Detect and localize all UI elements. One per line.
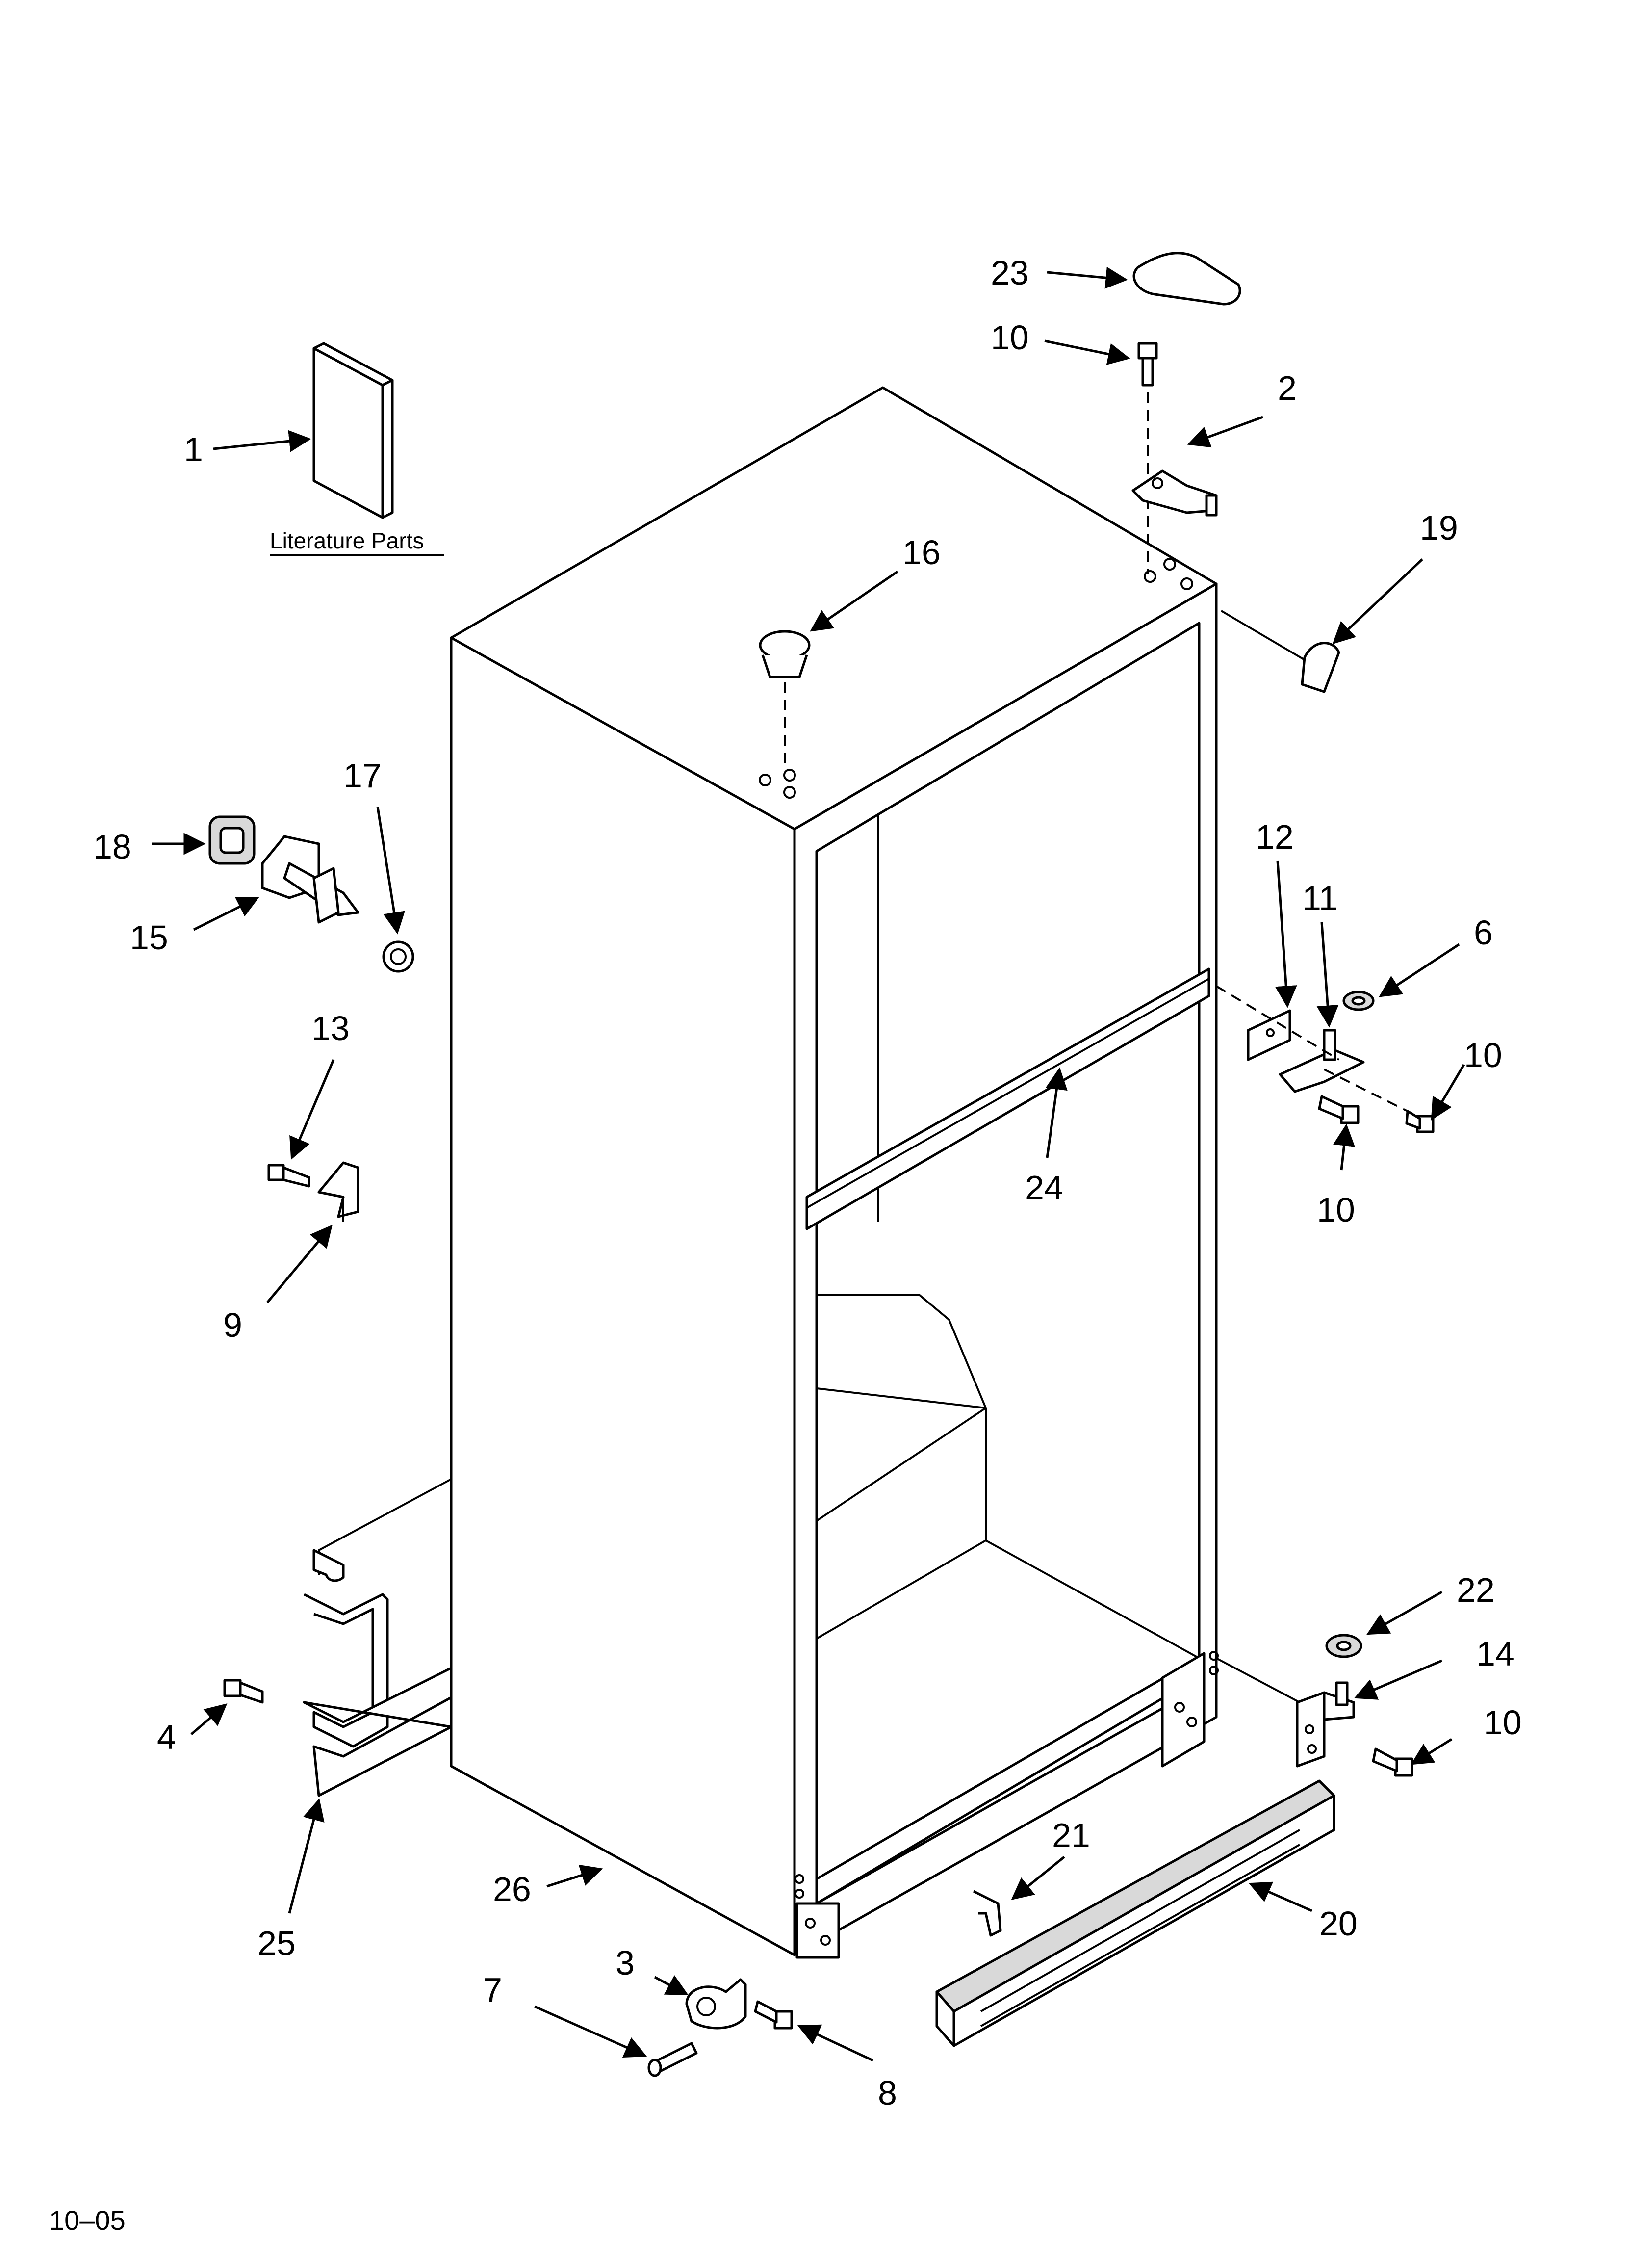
callout-14: 14: [1476, 1635, 1514, 1673]
callout-10-right-middle: 10: [1464, 1036, 1502, 1074]
pin-7: [647, 2042, 698, 2077]
callout-10-top: 10: [991, 318, 1029, 357]
roller-3: [685, 1978, 747, 2030]
callout-1: 1: [184, 430, 203, 469]
callout-15: 15: [130, 918, 168, 957]
panel-25: [303, 1478, 453, 1797]
hinge-cover-23: [1132, 252, 1241, 306]
callout-24: 24: [1025, 1169, 1063, 1207]
bracket-9: [317, 1161, 359, 1222]
grille-20: [935, 1779, 1335, 2047]
leader-lines: [152, 266, 1465, 2062]
washer-6: [1342, 991, 1375, 1011]
screw-10-right-middle: [1405, 1110, 1435, 1133]
callout-3: 3: [616, 1944, 635, 1982]
screw-8: [754, 2000, 793, 2030]
screw-13: [267, 1164, 310, 1188]
callout-8: 8: [878, 2074, 897, 2112]
grille-clip-21: [973, 1890, 1002, 1937]
callout-23: 23: [991, 254, 1029, 292]
screw-10-lower-middle: [1318, 1095, 1360, 1124]
clip-19: [1220, 610, 1340, 693]
top-hinge-2: [1131, 469, 1218, 517]
literature-parts-label: Literature Parts: [270, 528, 424, 553]
screw-4: [223, 1679, 264, 1704]
callout-25: 25: [257, 1924, 296, 1962]
callout-17: 17: [343, 756, 382, 795]
screw-10-top: [1137, 342, 1158, 574]
cabinet-26: [450, 386, 1219, 1959]
plug-16: [759, 630, 811, 765]
callout-9: 9: [223, 1306, 242, 1344]
callout-12: 12: [1256, 818, 1294, 856]
callout-20: 20: [1319, 1904, 1358, 1943]
callout-21: 21: [1052, 1816, 1090, 1854]
callout-18: 18: [93, 828, 131, 866]
literature-parts-book: [312, 342, 394, 519]
callout-13: 13: [311, 1009, 350, 1047]
callout-10-lower-middle: 10: [1317, 1191, 1355, 1229]
callout-4: 4: [157, 1718, 176, 1756]
footer-code: 10–05: [49, 2205, 126, 2236]
callout-6: 6: [1474, 913, 1493, 952]
grommet-18: [208, 815, 256, 865]
callout-19: 19: [1420, 509, 1458, 547]
bottom-hinge-14: [1216, 1657, 1355, 1768]
callout-22: 22: [1457, 1571, 1495, 1609]
screw-10-bottom: [1372, 1747, 1413, 1777]
callout-10-bottom: 10: [1484, 1703, 1522, 1742]
washer-22: [1325, 1634, 1362, 1658]
center-hinge-11: [1215, 985, 1433, 1124]
callout-26: 26: [493, 1870, 531, 1908]
callout-labels: 1 2 3 4 6 7 8 9 10 10 10 10 10 11 12 13 …: [93, 254, 1522, 2112]
callout-2: 2: [1278, 369, 1297, 407]
callout-7: 7: [483, 1971, 502, 2009]
leveler-15: [261, 835, 359, 924]
callout-11: 11: [1302, 879, 1338, 917]
callout-16: 16: [902, 533, 941, 572]
spacer-17: [382, 940, 414, 973]
